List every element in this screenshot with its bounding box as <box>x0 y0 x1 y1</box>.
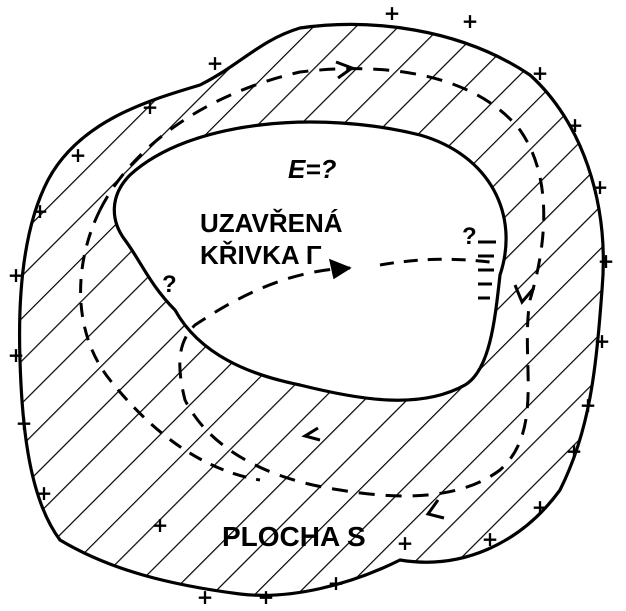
plus-charge: + <box>532 61 549 85</box>
plus-charge: + <box>207 51 224 75</box>
plus-charge: + <box>152 513 169 537</box>
plus-charge: + <box>197 585 214 609</box>
plus-charge: + <box>566 439 583 463</box>
plus-charge: + <box>258 585 275 609</box>
plus-charge: + <box>462 9 479 33</box>
curve-arrow-right <box>513 284 536 305</box>
plus-charge: + <box>36 481 53 505</box>
plus-charge: + <box>70 143 87 167</box>
plus-charge: + <box>482 527 499 551</box>
curve-arrow-inner <box>328 258 352 280</box>
curve-inner-segment <box>379 257 491 267</box>
inner-region-boundary <box>112 120 508 402</box>
plus-charge: + <box>8 263 25 287</box>
curve-left-loop <box>79 209 261 482</box>
plus-charge: + <box>567 113 584 137</box>
plus-charge: + <box>580 393 597 417</box>
left-question-label: ? <box>162 271 177 298</box>
curve-name-line2: KŘIVKA Γ <box>200 240 322 270</box>
field-question-label: E=? <box>288 154 337 184</box>
plus-charge: + <box>397 531 414 555</box>
curve-arrow-left <box>301 426 321 442</box>
plus-charge: + <box>328 571 345 595</box>
curve-arrow-top <box>335 60 356 80</box>
plus-charge: + <box>532 495 549 519</box>
plus-charge: + <box>594 329 611 353</box>
plus-charge: + <box>8 343 25 367</box>
curve-arrow-bottom <box>425 499 445 520</box>
hatched-surface-band <box>19 24 604 596</box>
field-tick-marks <box>478 240 496 300</box>
surface-name-label: PLOCHA S <box>222 521 366 552</box>
plus-charge: + <box>142 95 159 119</box>
right-question-label: ? <box>462 223 477 250</box>
plus-charge: + <box>32 199 49 223</box>
plus-charge: + <box>598 249 615 273</box>
plus-charge: + <box>384 1 401 25</box>
charge-markers: + + + + + + + + + + + + + + + + + + + + … <box>8 1 615 609</box>
plus-charge: + <box>16 411 33 435</box>
closed-curve-gamma <box>98 67 546 498</box>
curve-name-line1: UZAVŘENÁ <box>200 208 343 238</box>
outer-surface-boundary <box>17 22 605 597</box>
plus-charge: + <box>592 175 609 199</box>
